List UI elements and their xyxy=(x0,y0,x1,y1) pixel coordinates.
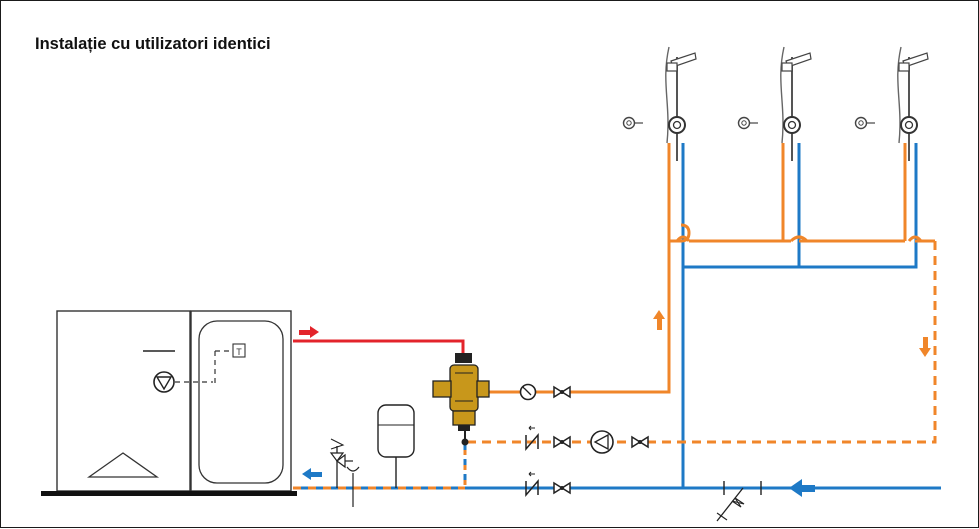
ball-valve-icon xyxy=(553,482,571,494)
flow-arrow-primary xyxy=(299,326,319,338)
check-valve-icon xyxy=(525,471,539,496)
flow-arrow-hot-up xyxy=(653,310,665,330)
cold-inlet-drain-icon xyxy=(716,481,762,522)
base-slab xyxy=(41,491,297,496)
safety-valve-icon xyxy=(329,438,360,507)
ball-valve-icon xyxy=(553,386,571,398)
hot-water-lines xyxy=(489,143,935,394)
recirculation-pump-icon xyxy=(590,430,614,454)
shower-1 xyxy=(622,46,697,162)
ball-valve-icon xyxy=(631,436,649,448)
flow-arrow-cold-in xyxy=(789,479,815,497)
expansion-tank-icon xyxy=(377,404,415,488)
thermometer-icon xyxy=(519,383,537,401)
ball-valve-icon xyxy=(553,436,571,448)
diagram-title: Instalație cu utilizatori identici xyxy=(35,35,271,53)
check-valve-icon xyxy=(525,425,539,450)
flow-arrow-return-left xyxy=(302,468,322,480)
flow-arrow-recirc-down xyxy=(919,337,931,357)
boiler-icon xyxy=(56,310,191,492)
water-heater-tank-icon: T xyxy=(190,310,292,492)
mixing-valve-icon xyxy=(432,353,490,446)
svg-text:T: T xyxy=(236,347,242,357)
pump-icon xyxy=(143,350,213,393)
